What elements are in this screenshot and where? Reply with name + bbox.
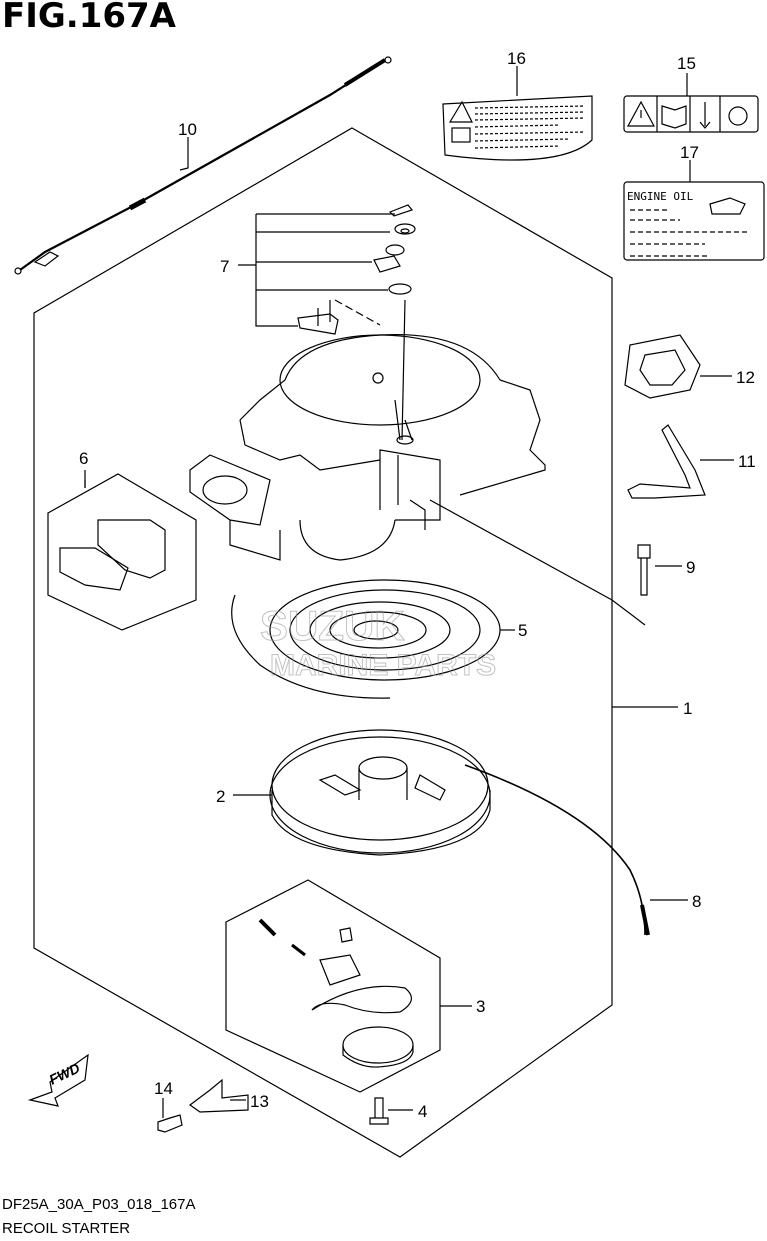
figure-title: FIG.167A — [2, 0, 176, 36]
watermark-line-2: MARINE PARTS — [270, 649, 496, 682]
part-3-pieces — [258, 918, 414, 1068]
callout-14: 14 — [154, 1079, 173, 1098]
part-7-pieces — [297, 204, 416, 335]
callout-8: 8 — [692, 892, 701, 911]
figure-caption: RECOIL STARTER — [2, 1220, 131, 1237]
recoil-case — [189, 299, 546, 561]
fwd-arrow — [27, 1053, 89, 1107]
callout-15: 15 — [677, 54, 696, 73]
group-6-box — [47, 473, 197, 631]
callout-16: 16 — [507, 49, 526, 68]
part-4 — [369, 1097, 389, 1125]
engine-oil-label: ENGINE OIL — [627, 190, 694, 203]
callout-2: 2 — [216, 787, 225, 806]
callout-17: 17 — [680, 143, 699, 162]
callout-12: 12 — [736, 368, 755, 387]
part-9-bolt — [637, 544, 651, 596]
figure-code: DF25A_30A_P03_018_167A — [2, 1196, 196, 1213]
part-11 — [627, 424, 706, 499]
callout-1: 1 — [683, 699, 692, 718]
callout-9: 9 — [686, 558, 695, 577]
callout-6: 6 — [79, 449, 88, 468]
callout-7: 7 — [220, 257, 229, 276]
part-2-reel — [269, 729, 650, 936]
callout-13: 13 — [250, 1092, 269, 1111]
label-17-engine-oil-sticker — [623, 181, 765, 261]
label-15-icon-sticker — [623, 95, 759, 133]
callout-3: 3 — [476, 997, 485, 1016]
watermark-line-1: SUZUK — [260, 602, 405, 649]
callout-4: 4 — [418, 1102, 427, 1121]
part-5-spring — [231, 579, 501, 699]
assembly-outline — [33, 127, 613, 1158]
callout-5: 5 — [518, 621, 527, 640]
part-14 — [157, 1114, 183, 1133]
part-12 — [624, 334, 701, 399]
part-10-cable — [14, 56, 392, 275]
callout-11: 11 — [738, 452, 756, 471]
group-3-box — [225, 879, 441, 1093]
figure-footer: DF25A_30A_P03_018_167A RECOIL STARTER — [2, 1193, 196, 1241]
part-13 — [188, 1078, 249, 1113]
label-16-warning-sticker — [442, 95, 593, 161]
callout-10: 10 — [178, 120, 197, 139]
